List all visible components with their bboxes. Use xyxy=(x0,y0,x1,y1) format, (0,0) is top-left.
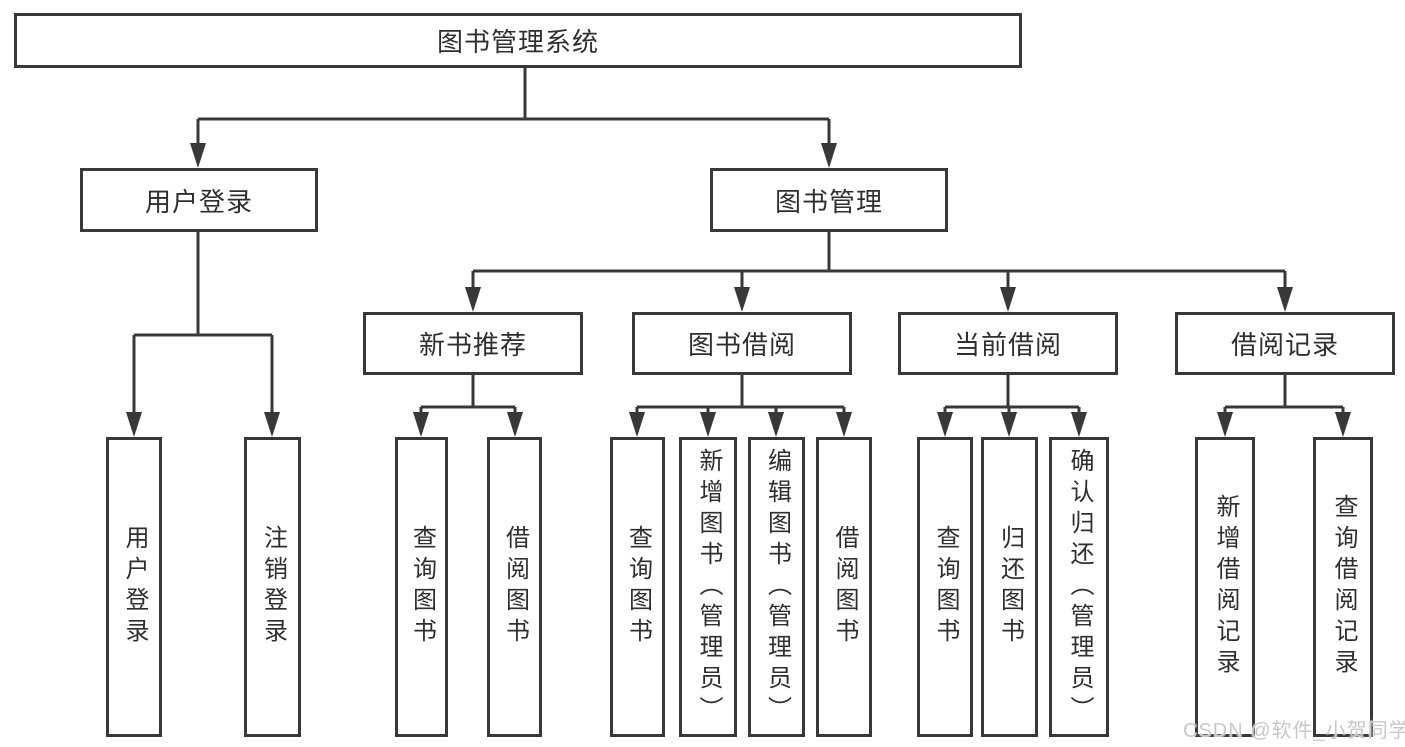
leaf-borrow-edit-books-admin: 编辑图书（管理员） xyxy=(748,437,805,737)
leaf-recommend-query-books: 查询图书 xyxy=(395,437,448,737)
leaf-recommend-borrow-books: 借阅图书 xyxy=(487,437,542,737)
leaf-borrow-add-books-admin: 新增图书（管理员） xyxy=(679,437,737,737)
leaf-label: 确认归还（管理员） xyxy=(1066,447,1093,727)
node-label: 用户登录 xyxy=(144,186,253,217)
node-book-borrow: 图书借阅 xyxy=(632,312,852,375)
leaf-current-return-books: 归还图书 xyxy=(981,437,1038,737)
leaf-label: 归还图书 xyxy=(996,525,1024,649)
leaf-label: 查询图书 xyxy=(932,525,959,649)
leaf-borrow-borrow-books: 借阅图书 xyxy=(816,437,872,737)
arrowheads xyxy=(126,143,1351,437)
node-label: 借阅记录 xyxy=(1230,330,1339,360)
node-new-book-recommend: 新书推荐 xyxy=(363,312,583,375)
node-book-management: 图书管理 xyxy=(710,168,948,232)
leaf-current-query-books: 查询图书 xyxy=(917,437,973,737)
csdn-watermark: CSDN @软件_小贺同学 xyxy=(1183,720,1405,742)
leaf-label: 查询图书 xyxy=(408,525,436,649)
node-label: 图书管理系统 xyxy=(436,27,599,57)
node-label: 图书管理 xyxy=(774,186,883,217)
leaf-label: 注销登录 xyxy=(259,525,287,649)
leaf-label: 借阅图书 xyxy=(831,525,858,649)
node-user-login: 用户登录 xyxy=(80,168,318,232)
leaf-label: 借阅图书 xyxy=(501,525,529,649)
node-label: 新书推荐 xyxy=(418,330,527,360)
leaf-label: 编辑图书（管理员） xyxy=(763,447,791,727)
leaf-label: 查询图书 xyxy=(624,525,652,649)
leaf-label: 新增借阅记录 xyxy=(1212,494,1239,680)
node-label: 当前借阅 xyxy=(953,330,1062,360)
node-root-library-system: 图书管理系统 xyxy=(14,13,1022,68)
leaf-label: 查询借阅记录 xyxy=(1330,494,1357,680)
leaf-label: 新增图书（管理员） xyxy=(695,447,722,727)
leaf-label: 用户登录 xyxy=(121,525,148,649)
node-current-borrow: 当前借阅 xyxy=(898,312,1118,375)
leaf-user-login: 用户登录 xyxy=(106,437,162,737)
leaf-logout: 注销登录 xyxy=(244,437,301,737)
leaf-borrow-query-books: 查询图书 xyxy=(610,437,665,737)
leaf-records-query-borrow-record: 查询借阅记录 xyxy=(1313,437,1373,737)
node-borrow-records: 借阅记录 xyxy=(1175,312,1395,375)
leaf-current-confirm-return-admin: 确认归还（管理员） xyxy=(1049,437,1109,737)
leaf-records-add-borrow-record: 新增借阅记录 xyxy=(1195,437,1255,737)
node-label: 图书借阅 xyxy=(687,330,796,360)
